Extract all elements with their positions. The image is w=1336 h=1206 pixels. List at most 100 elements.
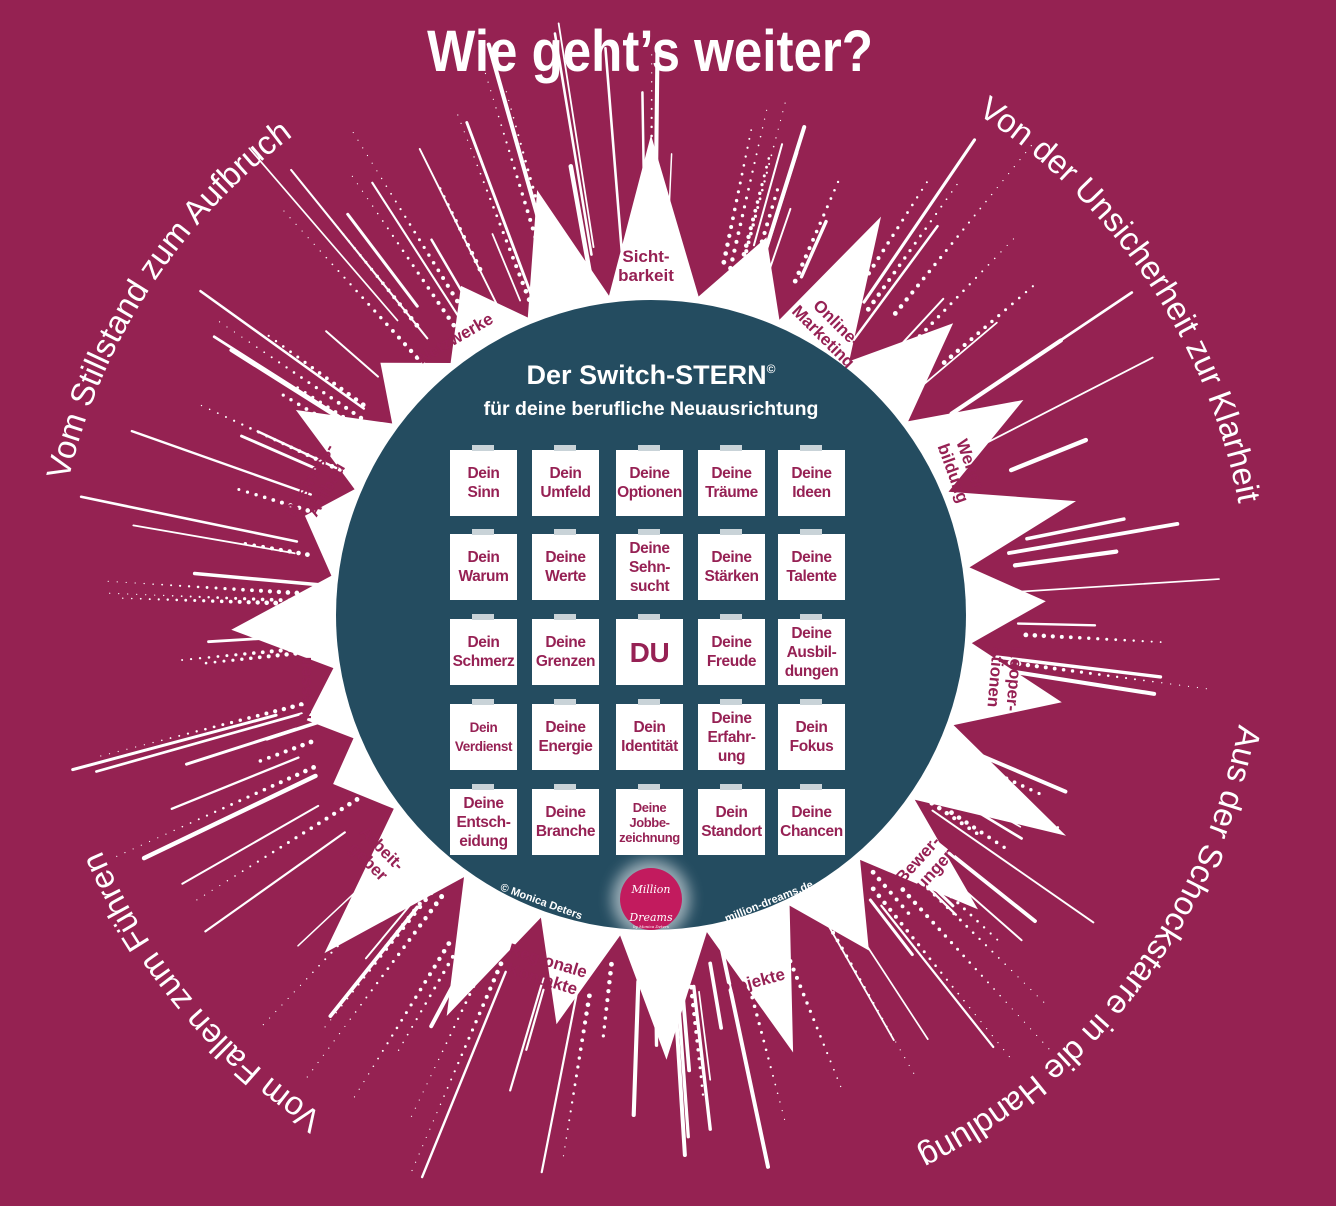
ray-dot	[404, 1011, 408, 1015]
ray-dot	[581, 1029, 586, 1034]
ray-dot	[291, 746, 297, 751]
ray-dot	[126, 748, 128, 750]
ray-dot	[1007, 660, 1013, 666]
ray-dot	[412, 930, 417, 935]
ray-line	[95, 712, 303, 773]
card-item: Deine Ausbil- dungen	[778, 614, 845, 685]
ray-dot	[154, 594, 156, 596]
ray-dot	[451, 322, 456, 328]
ray-dot	[927, 269, 932, 274]
ray-dot	[753, 161, 756, 165]
ray-dot	[314, 386, 318, 390]
ray-dot	[470, 147, 472, 150]
ray-dot	[962, 289, 965, 293]
ray-dot	[213, 810, 217, 814]
ray-dot	[740, 172, 744, 176]
ray-dot	[978, 937, 981, 941]
ray-dot	[271, 850, 275, 854]
ray-dot	[1043, 1001, 1045, 1003]
ray-dot	[269, 649, 274, 654]
ray-dot	[108, 753, 111, 755]
card-item: Dein Umfeld	[532, 445, 599, 516]
ray-dot	[460, 122, 462, 125]
ray-dot	[433, 901, 439, 906]
ray-dot	[1025, 662, 1031, 668]
ray-dot	[944, 810, 949, 816]
ray-dot	[916, 943, 921, 947]
ray-dot	[495, 969, 500, 975]
ray-dot	[755, 1013, 759, 1017]
ray-dot	[901, 218, 905, 222]
ray-dot	[195, 730, 198, 733]
ray-dot	[1029, 788, 1033, 792]
ray-dot	[160, 739, 163, 742]
ray-dot	[335, 1012, 337, 1014]
ray-dot	[397, 1049, 400, 1051]
ray-dot	[505, 91, 507, 93]
ray-dot	[904, 1057, 906, 1059]
ray-dot	[307, 381, 311, 385]
ray-dot	[492, 206, 495, 209]
ray-dot	[312, 1069, 314, 1071]
ray-dot	[416, 271, 420, 275]
ray-dot	[338, 1033, 341, 1035]
ray-dot	[1070, 669, 1075, 673]
ray-dot	[140, 844, 142, 846]
ray-dot	[962, 954, 966, 958]
ray-dot	[468, 992, 472, 996]
ray-dot	[984, 944, 988, 947]
ray-dot	[116, 581, 118, 583]
ray-dot	[355, 289, 358, 293]
ray-dot	[386, 967, 390, 971]
ray-dot	[296, 550, 301, 556]
ray-dot	[609, 961, 614, 967]
ray-line	[880, 904, 995, 1049]
ray-line	[71, 713, 278, 772]
ray-dot	[361, 190, 364, 192]
ray-dot	[408, 315, 414, 321]
ray-dot	[391, 959, 395, 963]
ray-dot	[934, 212, 938, 216]
ray-dot	[604, 1007, 609, 1011]
ray-dot	[905, 928, 910, 933]
ray-dot	[161, 583, 164, 586]
ray-dot	[910, 290, 915, 295]
ray-line	[931, 809, 1095, 924]
ray-dot	[292, 371, 296, 374]
ray-dot	[948, 354, 954, 359]
ray-dot	[933, 262, 937, 267]
ray-dot	[514, 264, 519, 269]
ray-line	[1007, 522, 1180, 555]
card-label: Deine Energie	[538, 719, 593, 755]
ray-dot	[473, 156, 475, 158]
ray-dot	[319, 250, 321, 252]
ray-dot	[495, 107, 497, 109]
ray-dot	[1123, 638, 1127, 642]
ray-dot	[758, 197, 762, 201]
ray-dot	[1205, 688, 1207, 690]
ray-dot	[243, 652, 247, 656]
ray-dot	[1012, 238, 1015, 240]
ray-dot	[352, 990, 355, 993]
ray-dot	[805, 1001, 809, 1005]
ray-dot	[247, 716, 251, 720]
card-label: Dein Fokus	[789, 719, 834, 755]
ray-dot	[312, 971, 314, 974]
ray-dot	[500, 124, 503, 127]
ray-dot	[417, 238, 421, 242]
ray-dot	[118, 593, 120, 595]
ray-dot	[256, 860, 259, 863]
ray-dot	[391, 234, 395, 237]
ray-dot	[498, 961, 504, 967]
ray-dot	[245, 490, 250, 494]
ray-line	[1016, 622, 1097, 627]
ray-line	[204, 831, 346, 933]
ray-dot	[341, 1004, 343, 1007]
card-item: Deine Ideen	[778, 445, 845, 516]
ray-dot	[437, 956, 442, 962]
ray-line	[995, 667, 1157, 696]
ray-line	[418, 147, 503, 316]
ray-dot	[322, 391, 326, 395]
ray-dot	[143, 582, 145, 585]
ray-dot	[109, 592, 111, 594]
